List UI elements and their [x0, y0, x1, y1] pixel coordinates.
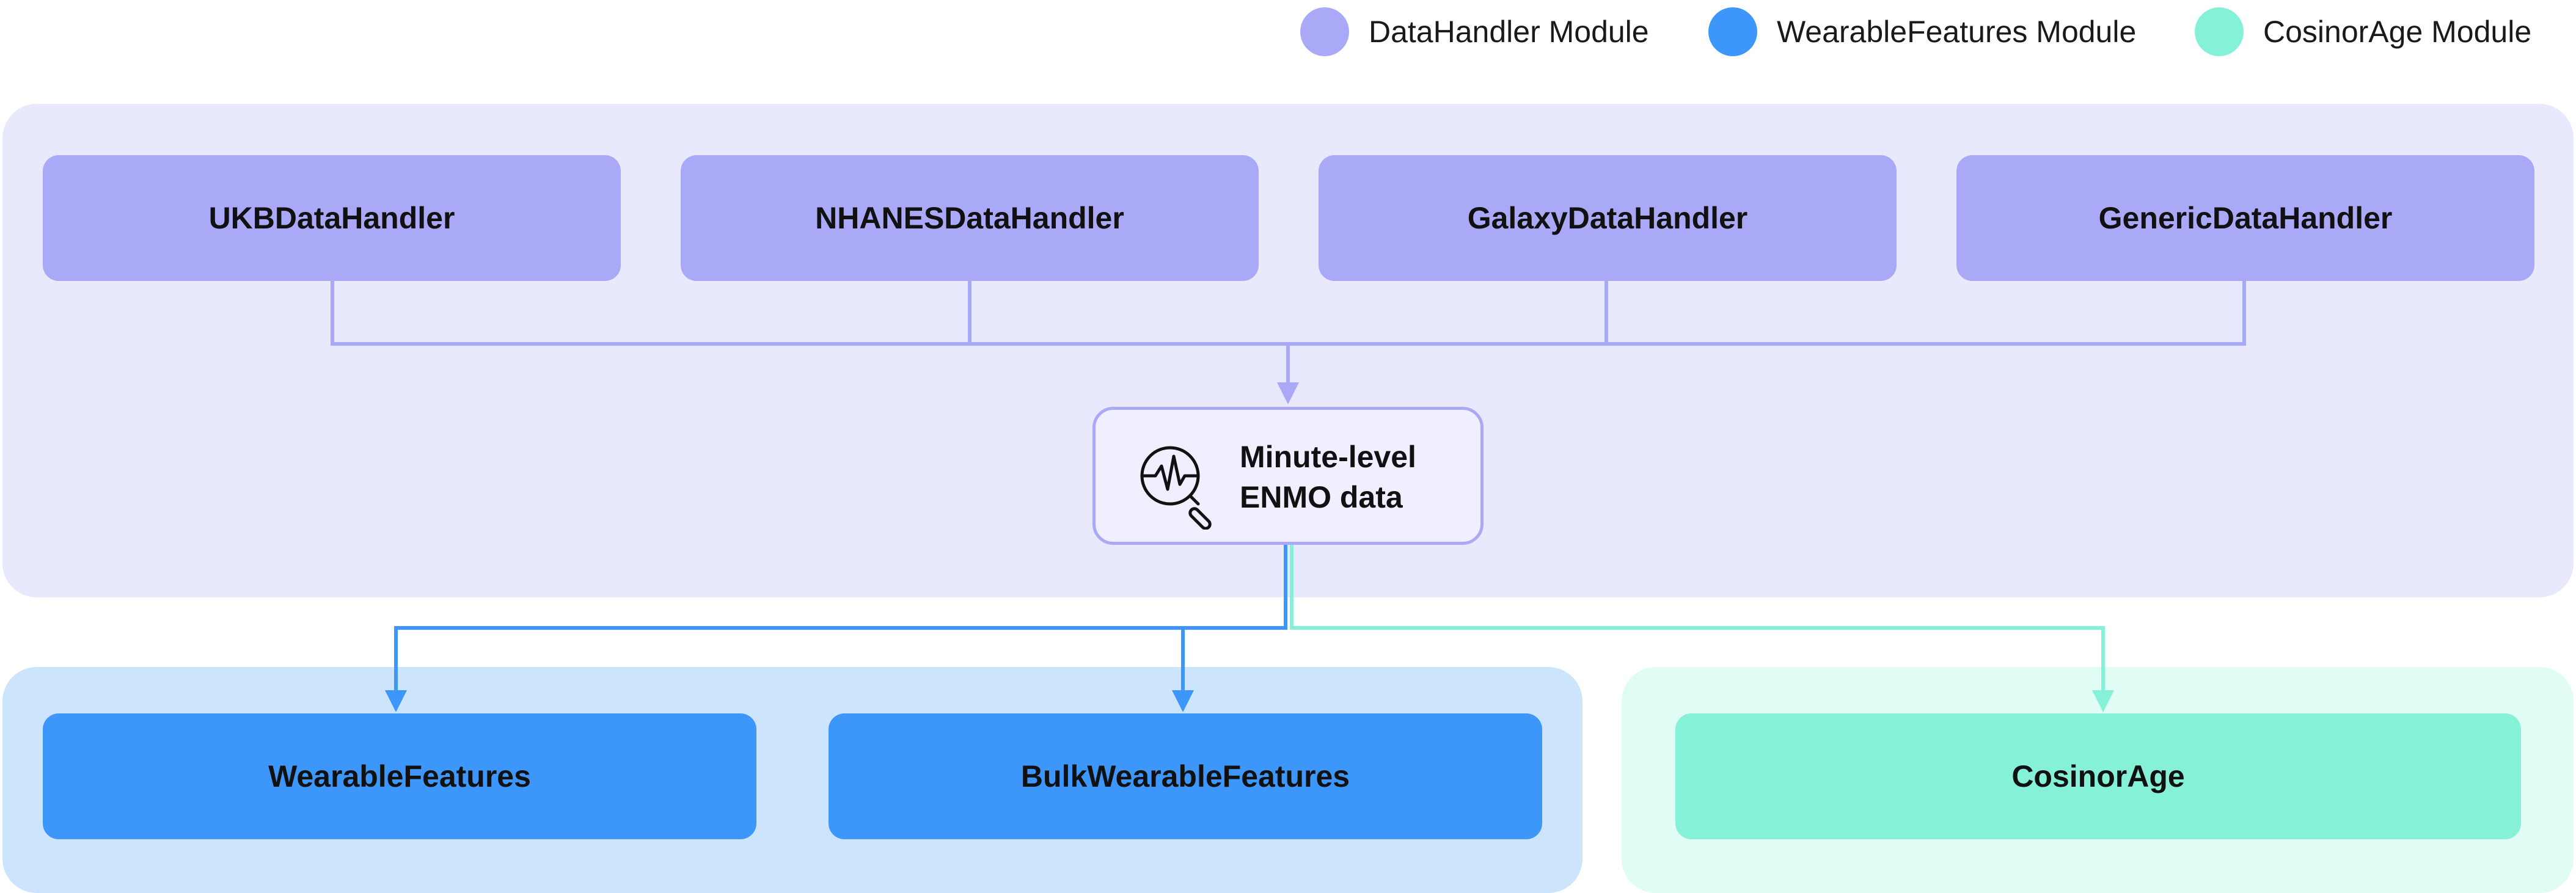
- legend-label-datahandler: DataHandler Module: [1369, 15, 1649, 49]
- enmo-to-cosinorage-connector: [1290, 545, 2114, 712]
- legend-label-cosinorage: CosinorAge Module: [2263, 15, 2532, 49]
- node-bulkwearablefeatures: BulkWearableFeatures: [829, 713, 1542, 839]
- handler-bus-connector: [331, 281, 2246, 346]
- legend-item-cosinorage: CosinorAge Module: [2195, 6, 2531, 57]
- node-genericdatahandler: GenericDataHandler: [1956, 155, 2534, 281]
- legend-swatch-datahandler: [1300, 7, 1349, 56]
- node-nhanesdatahandler: NHANESDataHandler: [681, 155, 1259, 281]
- node-enmo-data: Minute-level ENMO data: [1092, 407, 1484, 545]
- legend-label-wearablefeatures: WearableFeatures Module: [1777, 15, 2137, 49]
- legend-swatch-wearablefeatures: [1708, 7, 1757, 56]
- enmo-to-wearablefeatures-connector: [385, 545, 1287, 712]
- waveform-magnifier-icon: [1140, 446, 1212, 530]
- legend-item-wearablefeatures: WearableFeatures Module: [1708, 6, 2136, 57]
- enmo-data-label-line2: ENMO data: [1240, 480, 1403, 514]
- legend-swatch-cosinorage: [2195, 7, 2244, 56]
- legend-item-datahandler: DataHandler Module: [1300, 6, 1649, 57]
- node-ukbdatahandler: UKBDataHandler: [43, 155, 621, 281]
- enmo-data-label: Minute-level ENMO data: [1240, 437, 1416, 517]
- node-galaxydatahandler: GalaxyDataHandler: [1319, 155, 1897, 281]
- node-cosinorage: CosinorAge: [1675, 713, 2521, 839]
- node-wearablefeatures: WearableFeatures: [43, 713, 756, 839]
- enmo-data-label-line1: Minute-level: [1240, 440, 1416, 474]
